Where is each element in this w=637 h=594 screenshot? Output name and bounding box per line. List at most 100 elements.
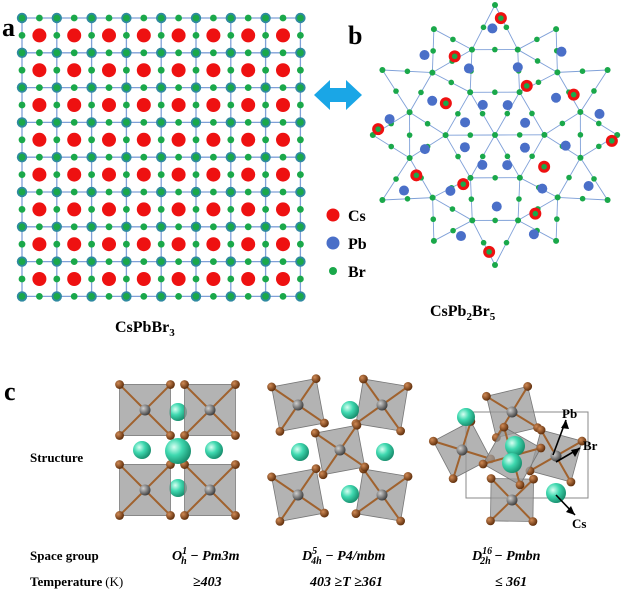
caption-a-sub: 3 (169, 327, 175, 339)
br-atom (262, 32, 269, 39)
cs-atom (205, 441, 223, 459)
cs-atom (171, 132, 186, 147)
br-atom (210, 293, 217, 300)
cs-atom (32, 132, 47, 147)
cs-atom (241, 202, 256, 217)
br-atom (516, 132, 523, 138)
br-atom (311, 464, 321, 473)
br-atom (210, 188, 217, 196)
pb-atom-core (123, 119, 130, 126)
cs-atom (276, 202, 290, 217)
structure-cubic (115, 380, 240, 520)
br-atom (175, 293, 183, 300)
br-atom (227, 101, 235, 109)
br-atom (36, 188, 43, 196)
pb-atom-core (262, 293, 269, 300)
temperature-unit: (K) (105, 574, 123, 589)
br-atom (180, 431, 189, 440)
br-atom (53, 240, 61, 248)
sg3-sym: D (471, 549, 482, 564)
br-atom (115, 380, 124, 389)
cs-atom (67, 98, 82, 112)
br-atom (536, 443, 546, 453)
pb-br-bond (209, 463, 237, 491)
br-atom (166, 380, 175, 389)
pb-atom-core (192, 14, 200, 22)
br-atom (36, 119, 43, 126)
br-atom (88, 101, 95, 109)
sg1-sym: O (172, 549, 182, 564)
br-atom (140, 188, 148, 196)
br-atom (482, 391, 491, 401)
br-atom (577, 154, 584, 161)
br-atom (492, 262, 498, 268)
pb-atom (502, 160, 513, 171)
pb-atom (463, 63, 474, 74)
pb-atom-core (297, 188, 304, 196)
br-atom (88, 275, 95, 283)
br-atom (227, 171, 235, 179)
cs-atom (206, 272, 221, 286)
pb-atom-core (262, 258, 269, 265)
pb-atom (376, 489, 388, 501)
br-atom (529, 153, 535, 160)
br-atom (244, 258, 252, 265)
cs-atom (206, 28, 221, 43)
br-atom (503, 239, 510, 246)
br-atom (36, 153, 43, 161)
br-atom (210, 49, 217, 57)
cs-atom-core (443, 100, 449, 107)
br-atom (406, 109, 413, 116)
legend-br-dot (329, 267, 337, 275)
br-atom (468, 196, 475, 202)
cs-atom (102, 167, 116, 182)
br-atom (591, 88, 597, 94)
br-atom (105, 14, 113, 22)
br-atom (70, 188, 78, 196)
pb-atom-core (192, 49, 200, 57)
br-atom (403, 471, 413, 481)
pb-br-bond (118, 383, 146, 411)
pb-atom (560, 140, 571, 151)
pb-atom-core (88, 153, 95, 161)
br-atom (559, 120, 566, 127)
br-atom (140, 293, 148, 300)
br-atom (429, 69, 436, 76)
cs-atom (102, 237, 116, 252)
cs-atom (165, 438, 191, 464)
sg2-sym: D (301, 549, 312, 564)
pb-atom-core (88, 119, 95, 126)
pb-atom-core (262, 119, 269, 126)
pb-atom-core (53, 188, 61, 196)
br-atom (554, 216, 560, 222)
br-atom (244, 49, 252, 57)
br-atom (393, 88, 399, 94)
br-atom (231, 511, 240, 520)
sg3-sub: 2h (479, 556, 491, 567)
pb-atom (460, 117, 471, 128)
pb-atom-core (18, 49, 26, 57)
cs-atom-core (609, 138, 615, 144)
cs-atom (171, 98, 186, 112)
cs-atom (276, 237, 290, 252)
pb-atom-core (227, 153, 235, 161)
pb-atom-core (262, 84, 269, 91)
br-atom (486, 474, 496, 483)
br-atom (53, 136, 61, 144)
br-atom (516, 89, 523, 96)
pb-atom-core (227, 119, 235, 126)
br-atom (192, 240, 200, 248)
cs-atom (241, 237, 256, 252)
pb-atom (419, 50, 430, 61)
br-atom (36, 293, 43, 300)
cs-atom (136, 132, 151, 147)
br-atom (275, 427, 285, 436)
br-atom (70, 223, 78, 231)
br-atom (175, 84, 183, 91)
pb-atom-core (123, 49, 130, 57)
row-label-temperature: Temperature(K) (30, 574, 123, 589)
sg1-name: − Pm3m (187, 549, 240, 564)
br-atom (297, 171, 304, 179)
cs-atom (102, 63, 116, 78)
